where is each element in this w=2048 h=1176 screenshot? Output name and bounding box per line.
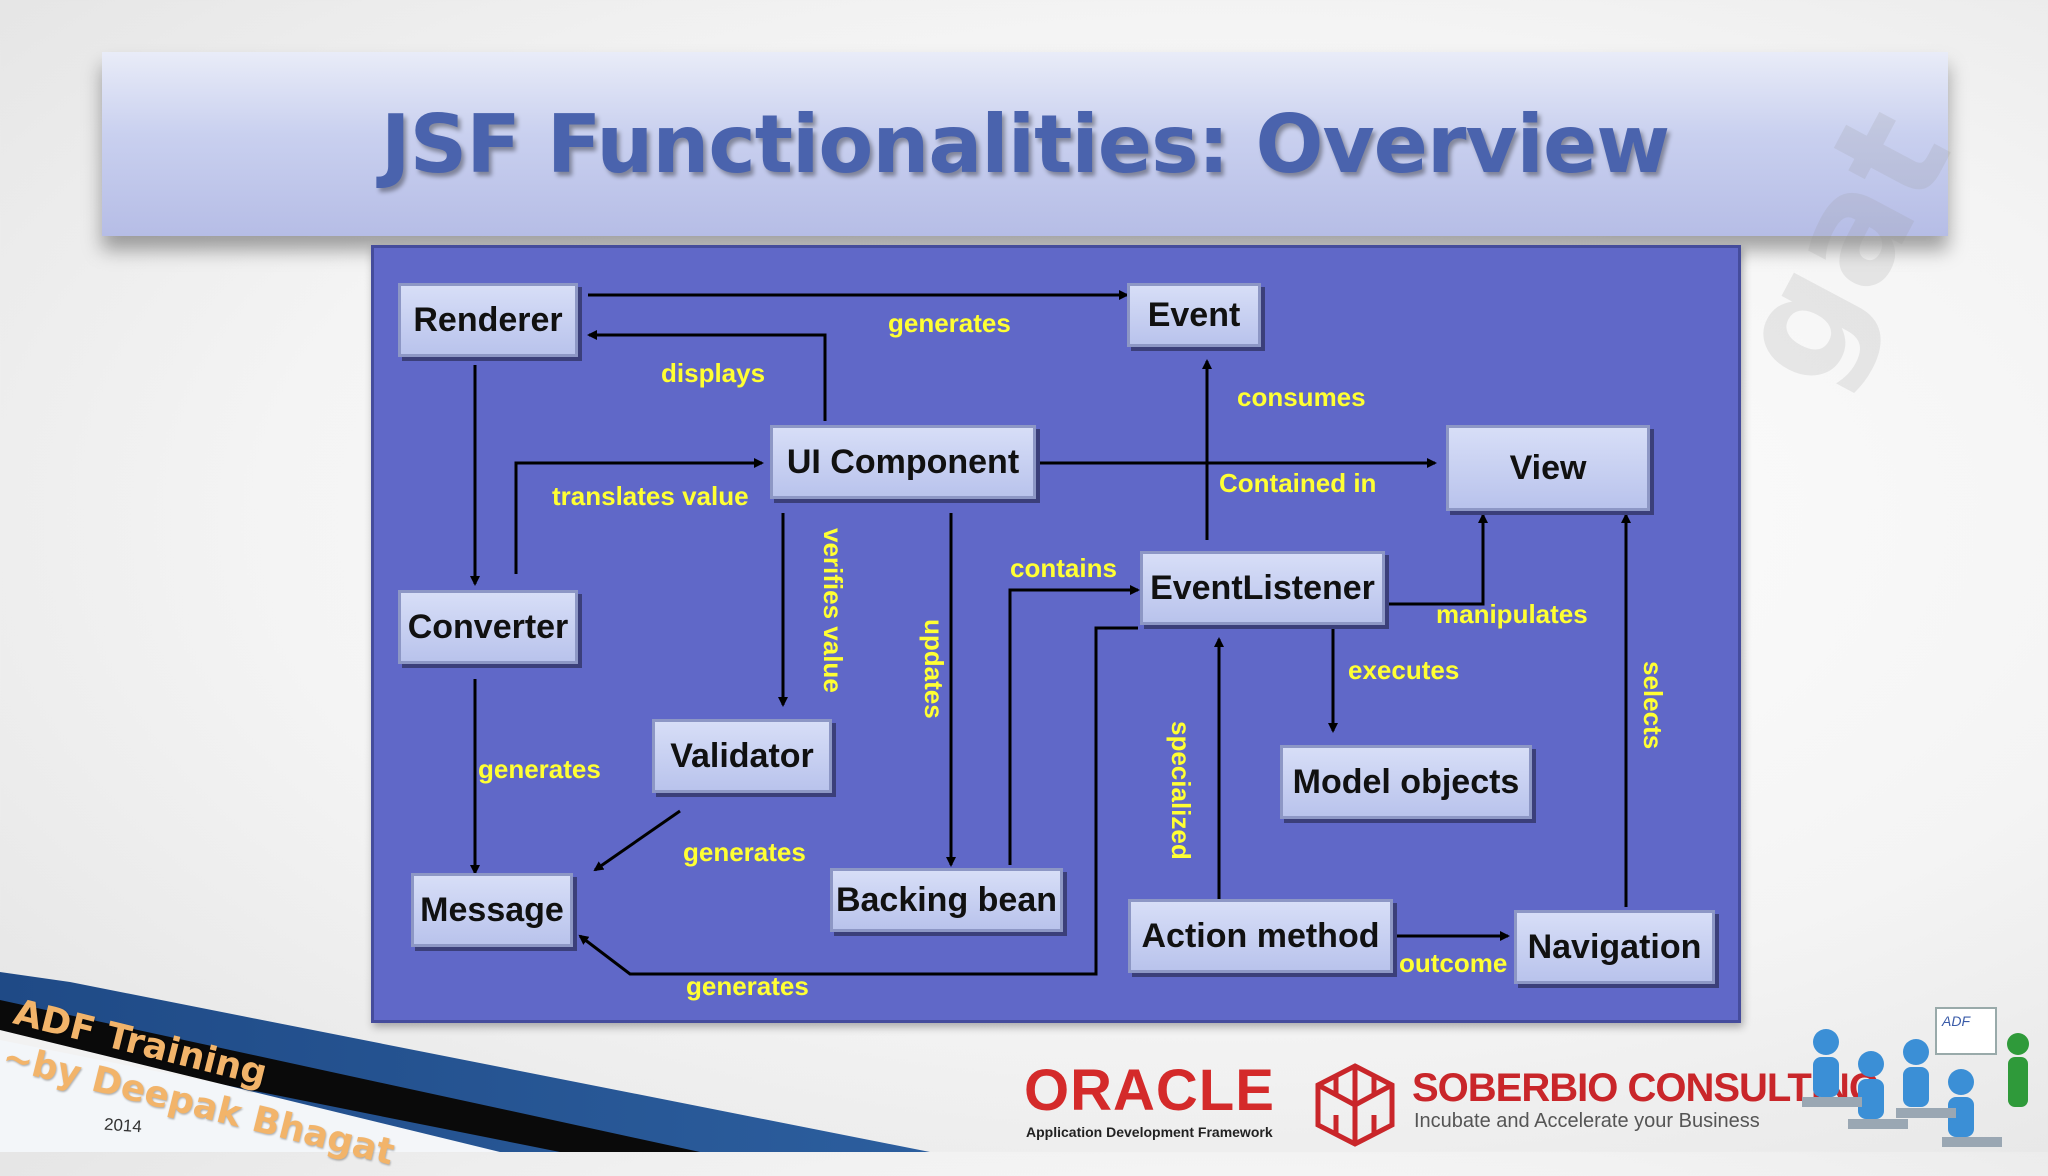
label-contained-in: Contained in (1219, 468, 1377, 498)
cube-logo-icon (1315, 1063, 1395, 1147)
node-converter: Converter (398, 590, 578, 664)
diagram-edges (470, 290, 1631, 976)
node-event-listener: EventListener (1140, 551, 1385, 625)
edge-ui-renderer (587, 330, 827, 421)
node-message: Message (411, 873, 573, 947)
node-event: Event (1127, 283, 1261, 347)
node-ui-component: UI Component (770, 425, 1036, 499)
edge-backing-listener (1008, 585, 1140, 865)
year-text: 2014 (103, 1114, 143, 1137)
label-generates-backing: generates (686, 971, 809, 1001)
label-generates-converter: generates (478, 754, 601, 784)
diagram-panel: Renderer Event UI Component View Convert… (371, 245, 1741, 1023)
label-generates-event: generates (888, 308, 1011, 338)
edge-converter-ui (514, 458, 764, 574)
footer-band (0, 960, 2048, 1152)
node-validator: Validator (652, 719, 832, 793)
label-translates-value: translates value (552, 481, 749, 511)
label-contains: contains (1010, 553, 1117, 583)
node-action-method: Action method (1128, 899, 1393, 973)
company-name: SOBERBIO CONSULTING (1412, 1066, 1880, 1110)
node-renderer: Renderer (398, 283, 578, 357)
oracle-logo: ORACLE (1024, 1058, 1275, 1123)
label-manipulates: manipulates (1436, 599, 1588, 629)
label-consumes: consumes (1237, 382, 1366, 412)
slide-title: JSF Functionalities: Overview (380, 97, 1670, 191)
node-navigation: Navigation (1514, 910, 1715, 984)
edge-validator-message (593, 809, 681, 872)
node-backing-bean: Backing bean (830, 868, 1063, 932)
illustration-badge: ADF (1941, 1013, 1971, 1029)
label-outcome: outcome (1399, 948, 1508, 978)
label-selects: selects (1638, 661, 1668, 750)
label-verifies-value: verifies value (818, 528, 848, 693)
label-updates: updates (919, 619, 949, 719)
training-people-illustration: ADF (1802, 1007, 2029, 1147)
label-executes: executes (1348, 655, 1460, 685)
node-model-objects: Model objects (1280, 745, 1532, 819)
title-banner: JSF Functionalities: Overview (102, 52, 1948, 236)
oracle-subtitle: Application Development Framework (1026, 1124, 1273, 1140)
footer-swoosh (0, 972, 930, 1152)
node-view: View (1446, 425, 1650, 511)
company-tagline: Incubate and Accelerate your Business (1414, 1110, 1760, 1132)
label-displays: displays (661, 358, 766, 388)
label-generates-validator: generates (683, 837, 806, 867)
edge-listener-message (578, 626, 1138, 976)
label-specialized: specialized (1166, 721, 1196, 860)
